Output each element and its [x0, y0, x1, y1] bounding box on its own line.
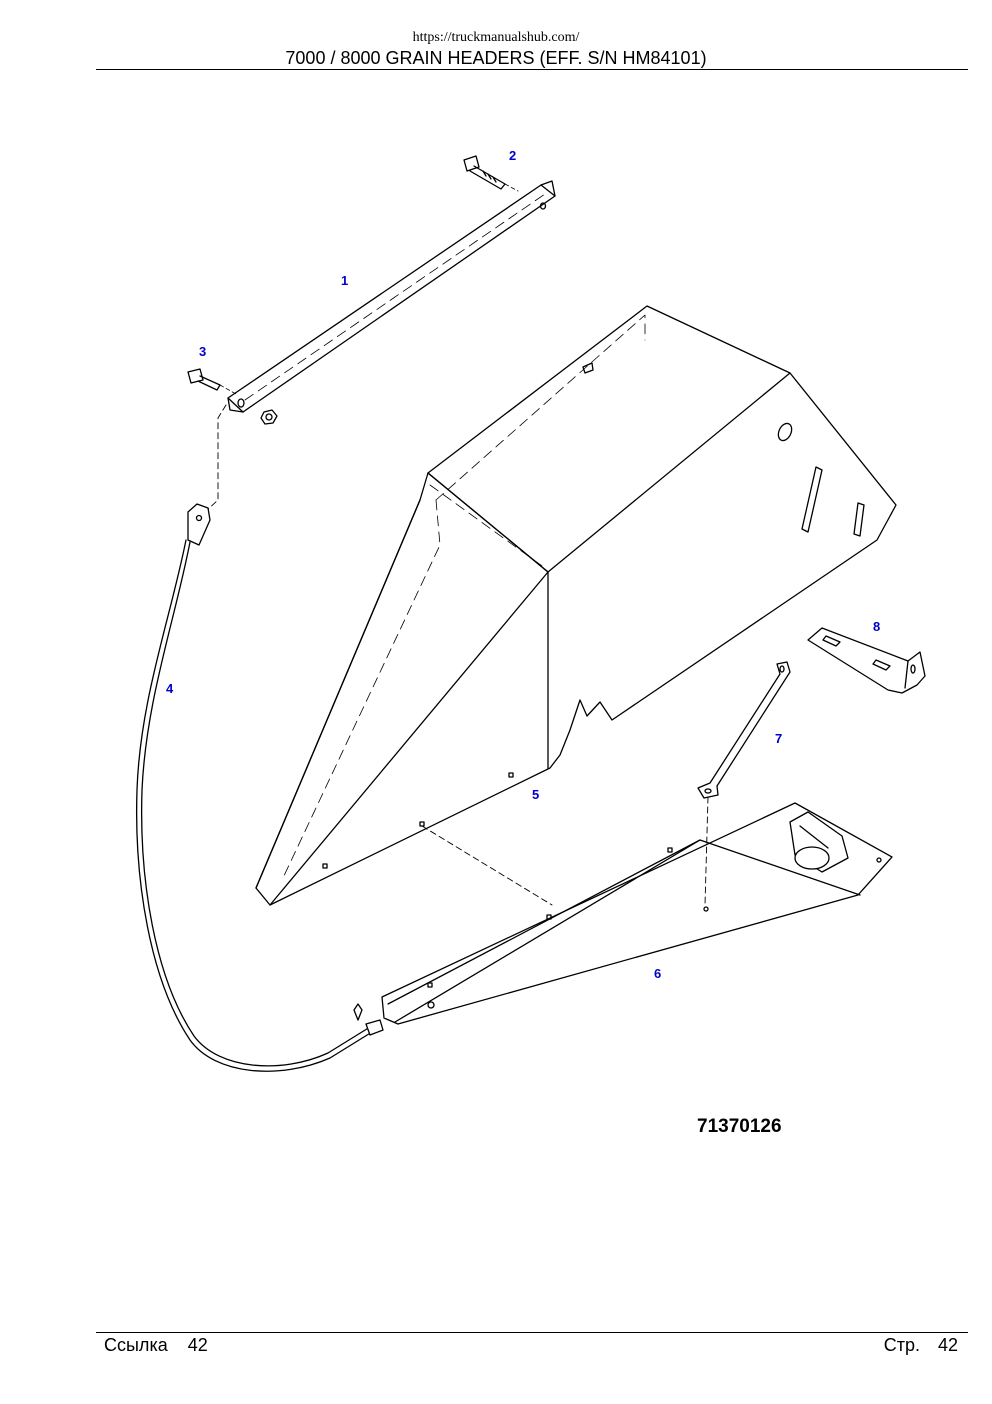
- channel-part-6: [381, 802, 893, 1025]
- figure-id: 71370126: [697, 1116, 782, 1137]
- footer-reference-label: Ссылка: [104, 1335, 168, 1355]
- divider-hood-part-5: [255, 305, 897, 906]
- page-title: 7000 / 8000 GRAIN HEADERS (EFF. S/N HM84…: [285, 48, 707, 68]
- footer-reference: Ссылка 42: [104, 1335, 208, 1356]
- callout-5: 5: [532, 787, 539, 802]
- bolt-part-3: [187, 368, 278, 425]
- footer-page: Стр. 42: [884, 1335, 958, 1356]
- callout-6: 6: [654, 966, 661, 981]
- footer-reference-number: 42: [187, 1335, 208, 1355]
- source-url: https://truckmanualshub.com/: [412, 30, 580, 45]
- header-rule: [96, 69, 968, 70]
- callout-3: 3: [199, 344, 206, 359]
- callout-2: 2: [509, 148, 516, 163]
- brace-part-7: [697, 661, 791, 799]
- callout-8: 8: [873, 619, 880, 634]
- rod-part-4: [136, 503, 384, 1072]
- footer-page-number: 42: [937, 1335, 958, 1355]
- callout-4: 4: [166, 681, 174, 696]
- footer-page-label: Стр.: [883, 1335, 920, 1355]
- callout-7: 7: [775, 731, 782, 746]
- callout-1: 1: [341, 273, 348, 288]
- bracket-part-8: [807, 627, 926, 694]
- footer-rule: [96, 1332, 968, 1333]
- support-bar-part: [227, 180, 556, 413]
- bolt-part-2: [463, 155, 519, 192]
